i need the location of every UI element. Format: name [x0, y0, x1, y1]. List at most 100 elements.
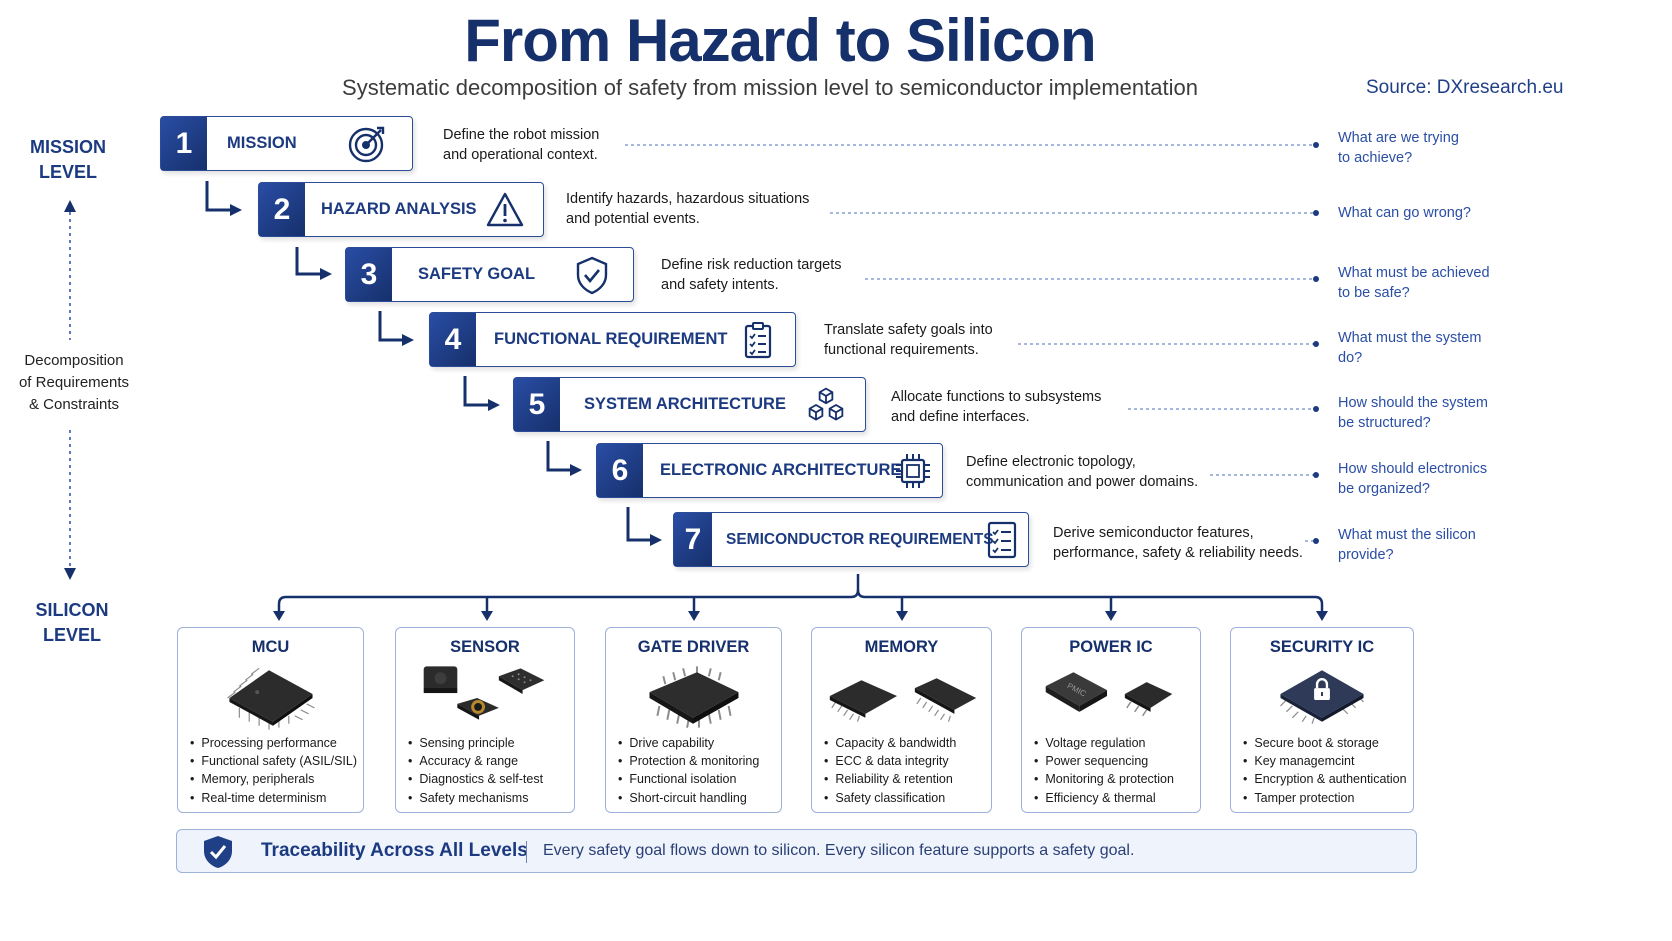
bullet-item: Voltage regulation: [1034, 734, 1174, 752]
bullet-item: Secure boot & storage: [1243, 734, 1407, 752]
bullet-item: Sensing principle: [408, 734, 543, 752]
target-icon: [348, 126, 385, 163]
step-number: 7: [674, 513, 712, 566]
step-label: FUNCTIONAL REQUIREMENT: [494, 330, 728, 348]
card-title: SENSOR: [450, 638, 520, 656]
step-description-semiconductor-requirements: Derive semiconductor features, performan…: [1053, 523, 1303, 563]
step-description-electronic-architecture: Define electronic topology, communicatio…: [966, 452, 1198, 492]
bullet-item: Reliability & retention: [824, 770, 956, 788]
question-line2: to be safe?: [1338, 285, 1410, 301]
power-ic-chips-icon: PMIC: [1045, 672, 1173, 717]
card-title: POWER IC: [1069, 638, 1153, 656]
description-line1: Translate safety goals into: [824, 322, 993, 338]
card-title: MCU: [251, 638, 290, 656]
silicon-level-line1: SILICON: [35, 600, 109, 620]
silicon-level-line2: LEVEL: [42, 625, 101, 645]
question-line2: be organized?: [1338, 481, 1430, 497]
description-line1: Define the robot mission: [443, 127, 600, 143]
step-mission: 1 MISSION: [160, 116, 413, 171]
cubes-icon: [808, 387, 844, 421]
bullet-item: Protection & monitoring: [618, 752, 759, 770]
description-line2: and operational context.: [443, 147, 598, 163]
page-subtitle: Systematic decomposition of safety from …: [342, 75, 1198, 100]
question-system-architecture: How should the system be structured?: [1338, 393, 1488, 433]
step-number: 2: [259, 183, 305, 236]
question-line2: be structured?: [1338, 415, 1431, 431]
step-number: 6: [597, 444, 643, 497]
card-memory: MEMORY Capacity & bandwidth ECC & data i…: [811, 627, 992, 813]
traceability-title: Traceability Across All Levels: [261, 840, 528, 861]
question-mission: What are we trying to achieve?: [1338, 128, 1459, 168]
description-line2: and define interfaces.: [891, 409, 1030, 425]
warning-icon: [486, 192, 524, 227]
bullet-item: Safety classification: [824, 789, 956, 807]
decomposition-line3: & Constraints: [28, 396, 120, 413]
card-title: GATE DRIVER: [637, 638, 750, 656]
sensor-chips-icon: [423, 666, 545, 720]
memory-chips-icon: [829, 678, 977, 722]
question-electronic-architecture: How should electronics be organized?: [1338, 459, 1487, 499]
card-bullets: Voltage regulation Power sequencing Moni…: [1034, 734, 1174, 807]
bullet-item: Efficiency & thermal: [1034, 789, 1174, 807]
step-label: HAZARD ANALYSIS: [321, 200, 477, 218]
card-bullets: Sensing principle Accuracy & range Diagn…: [408, 734, 543, 807]
question-semiconductor-requirements: What must the silicon provide?: [1338, 525, 1476, 565]
step-number: 5: [514, 378, 560, 431]
description-line1: Allocate functions to subsystems: [891, 389, 1102, 405]
bullet-item: Processing performance: [190, 734, 357, 752]
card-mcu: MCU Processing performance Functional sa…: [177, 627, 364, 813]
checklist-icon: [987, 521, 1017, 559]
step-number: 3: [346, 248, 392, 301]
question-line1: What are we trying: [1338, 130, 1459, 146]
bullet-item: Functional isolation: [618, 770, 759, 788]
silicon-distribution-tree: [277, 574, 1324, 612]
vertical-decomposition-arrow: [64, 200, 76, 580]
bullet-item: Safety mechanisms: [408, 789, 543, 807]
step-label: SEMICONDUCTOR REQUIREMENTS: [726, 530, 994, 548]
clipboard-checklist-icon: [744, 322, 772, 359]
question-line2: to achieve?: [1338, 150, 1413, 166]
card-sensor: SENSOR Sensing principle Accuracy & rang…: [395, 627, 575, 813]
gate-driver-chip-icon: [649, 666, 739, 728]
bullet-item: ECC & data integrity: [824, 752, 956, 770]
step-description-hazard-analysis: Identify hazards, hazardous situations a…: [566, 189, 809, 229]
description-line1: Define risk reduction targets: [661, 257, 842, 273]
step-label: MISSION: [227, 134, 297, 152]
card-gate-driver: GATE DRIVER Drive capability Protection …: [605, 627, 782, 813]
question-line1: What must the silicon: [1338, 527, 1476, 543]
step-safety-goal: 3 SAFETY GOAL: [345, 247, 634, 302]
step-arrows: [205, 181, 662, 546]
description-line2: and potential events.: [566, 211, 700, 227]
card-security-ic: SECURITY IC Secure boot & storage Key ma…: [1230, 627, 1414, 813]
card-bullets: Drive capability Protection & monitoring…: [618, 734, 759, 807]
bullet-item: Drive capability: [618, 734, 759, 752]
question-safety-goal: What must be achieved to be safe?: [1338, 263, 1490, 303]
question-functional-requirement: What must the system do?: [1338, 328, 1481, 368]
shield-check-icon: [204, 836, 232, 868]
bullet-item: Real-time determinism: [190, 789, 357, 807]
mission-level-line1: MISSION: [29, 137, 106, 157]
step-electronic-architecture: 6 ELECTRONIC ARCHITECTURE: [596, 443, 943, 498]
question-leaders: [625, 144, 1314, 542]
card-bullets: Capacity & bandwidth ECC & data integrit…: [824, 734, 956, 807]
step-hazard-analysis: 2 HAZARD ANALYSIS: [258, 182, 544, 237]
bullet-item: Power sequencing: [1034, 752, 1174, 770]
bullet-item: Monitoring & protection: [1034, 770, 1174, 788]
step-label: ELECTRONIC ARCHITECTURE: [660, 461, 902, 479]
description-line1: Identify hazards, hazardous situations: [566, 191, 810, 207]
step-description-safety-goal: Define risk reduction targets and safety…: [661, 255, 842, 295]
question-line2: provide?: [1338, 547, 1394, 563]
card-bullets: Secure boot & storage Key managemcint En…: [1243, 734, 1407, 807]
traceability-divider: [526, 841, 527, 863]
bullet-item: Short-circuit handling: [618, 789, 759, 807]
step-semiconductor-requirements: 7 SEMICONDUCTOR REQUIREMENTS: [673, 512, 1029, 567]
card-bullets: Processing performance Functional safety…: [190, 734, 357, 807]
mcu-chip-icon: [227, 667, 315, 730]
card-title: SECURITY IC: [1269, 638, 1375, 656]
bullet-item: Encryption & authentication: [1243, 770, 1406, 788]
description-line2: communication and power domains.: [966, 474, 1199, 490]
question-line1: What can go wrong?: [1338, 205, 1471, 221]
step-label: SAFETY GOAL: [418, 265, 536, 283]
card-power-ic: POWER IC PMIC Voltage regulation Power s…: [1021, 627, 1201, 813]
chip-icon: [896, 454, 930, 488]
